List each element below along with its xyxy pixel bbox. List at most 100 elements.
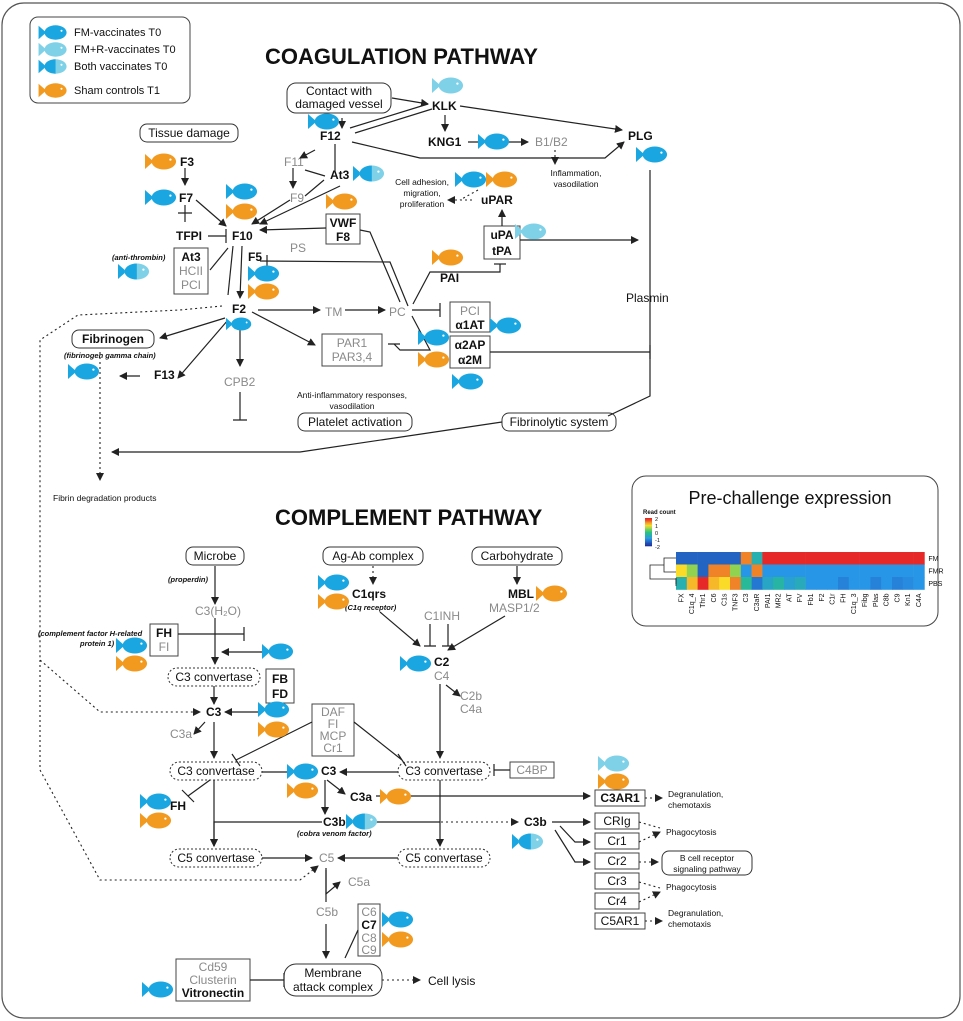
scale-tick-label: 2 bbox=[655, 517, 658, 523]
carb-box bbox=[471, 546, 563, 566]
heatmap-cell bbox=[892, 552, 904, 565]
heatmap-cell bbox=[859, 564, 871, 578]
heatmap-col-label: C3 bbox=[743, 593, 750, 602]
heatmap-cell bbox=[881, 552, 893, 565]
pci-a1at-box bbox=[449, 301, 491, 333]
pci-node: PCI bbox=[181, 278, 201, 292]
cr4-node: Cr4 bbox=[607, 894, 627, 908]
heatmap-col-label: C1q_3 bbox=[851, 593, 858, 614]
heatmap-cell bbox=[902, 552, 914, 565]
scale-swatch bbox=[645, 537, 652, 540]
heatmap-col-label: Plas bbox=[873, 593, 880, 607]
phago-label-2: Phagocytosis bbox=[666, 882, 717, 892]
f7-node: F7 bbox=[179, 191, 193, 205]
coag-connectors bbox=[39, 97, 651, 716]
c7-fm-fish-icon bbox=[382, 911, 414, 928]
at3-hcii-pci-box bbox=[173, 247, 209, 295]
f12-fm-fish-icon bbox=[308, 113, 340, 130]
scale-swatch bbox=[645, 532, 652, 534]
cfh-related-note-2: protein 1) bbox=[79, 639, 115, 648]
cr1-node: Cr1 bbox=[323, 741, 343, 755]
legend-label-fmr: FM+R-vaccinates T0 bbox=[74, 44, 176, 56]
tpa-node: tPA bbox=[492, 244, 512, 258]
cpb2-node: CPB2 bbox=[224, 375, 256, 389]
heatmap-col-label: C4A bbox=[916, 593, 923, 607]
c2-fm-fish-icon bbox=[400, 655, 432, 672]
a1at-node: α1AT bbox=[455, 318, 485, 332]
cr3-box bbox=[594, 872, 640, 890]
c1qrs-sham-fish-icon bbox=[318, 593, 350, 610]
heatmap-cell bbox=[859, 552, 871, 565]
degran-label-1b: chemotaxis bbox=[668, 800, 711, 810]
scale-swatch bbox=[645, 533, 652, 536]
heatmap-cell bbox=[751, 564, 763, 578]
c1qrs-fm-fish-icon bbox=[318, 574, 350, 591]
coagulation-title: COAGULATION PATHWAY bbox=[265, 44, 538, 69]
f3-node: F3 bbox=[180, 155, 194, 169]
heatmap-cell bbox=[827, 564, 839, 578]
tfpi-node: TFPI bbox=[176, 229, 202, 243]
at3-node: At3 bbox=[330, 168, 350, 182]
heatmap-cell bbox=[784, 577, 796, 590]
masp-node: MASP1/2 bbox=[489, 601, 540, 615]
heatmap-col-label: C8b bbox=[884, 593, 891, 606]
pai-node: PAI bbox=[440, 271, 459, 285]
fi-node: FI bbox=[159, 640, 170, 654]
heatmap-cell bbox=[794, 577, 806, 590]
heatmap-cell bbox=[913, 564, 925, 578]
heatmap-col-label: Thr1 bbox=[700, 593, 707, 608]
mbl-sham-fish-icon bbox=[536, 585, 568, 602]
c3a-node-2: C3a bbox=[350, 790, 372, 804]
a2m-node: α2M bbox=[458, 353, 482, 367]
contact-label-1: Contact with bbox=[306, 84, 372, 98]
c3conv-3-label: C3 convertase bbox=[405, 764, 483, 778]
heatmap-cell bbox=[740, 552, 752, 565]
c3ar1-fmr-fish-icon bbox=[598, 755, 630, 772]
microbe-box bbox=[185, 546, 245, 566]
heatmap-cell bbox=[913, 577, 925, 590]
lysis-label: Cell lysis bbox=[428, 974, 475, 988]
klk-fmr-fish-icon bbox=[432, 77, 464, 94]
heatmap-col-label: AT bbox=[786, 593, 793, 602]
heatmap-cell bbox=[881, 564, 893, 578]
legend-label-both: Both vaccinates T0 bbox=[74, 61, 167, 73]
pai-sham-fish-icon bbox=[432, 249, 464, 266]
heatmap-row-label: FM bbox=[928, 556, 938, 563]
heatmap-cell bbox=[881, 577, 893, 590]
crig-box bbox=[594, 812, 640, 830]
scale-swatch bbox=[645, 526, 652, 529]
pci2-node: PCI bbox=[460, 304, 480, 318]
a2m-fm-fish-icon bbox=[452, 373, 484, 390]
f2-fm-fish-icon bbox=[226, 317, 252, 331]
heatmap-cell bbox=[848, 552, 860, 565]
a2ap-sham-fish-icon bbox=[418, 351, 450, 368]
c8-node: C8 bbox=[361, 931, 377, 945]
f13-node: F13 bbox=[154, 368, 175, 382]
mcp-node: MCP bbox=[320, 729, 347, 743]
fh-fi-box bbox=[149, 623, 179, 657]
c4a-node: C4a bbox=[460, 702, 482, 716]
heatmap-cell bbox=[751, 552, 763, 565]
plasmin-label: Plasmin bbox=[626, 291, 669, 305]
c6-node: C6 bbox=[361, 905, 377, 919]
heatmap-col-label: PAI1 bbox=[765, 593, 772, 608]
f2-node: F2 bbox=[232, 302, 246, 316]
legend: FM-vaccinates T0 FM+R-vaccinates T0 Both… bbox=[29, 16, 191, 104]
plg-fm-fish-icon bbox=[636, 146, 668, 163]
heatmap-cell bbox=[859, 577, 871, 590]
c1q-receptor-note: (C1q receptor) bbox=[345, 603, 397, 612]
heatmap-cell bbox=[892, 564, 904, 578]
heatmap-cell bbox=[697, 577, 709, 590]
heatmap-cell bbox=[697, 552, 709, 565]
cobra-note: (cobra venom factor) bbox=[297, 829, 372, 838]
heatmap-cell bbox=[719, 577, 731, 590]
heatmap-col-label: F2 bbox=[819, 593, 826, 601]
heatmap-col-label: C1r bbox=[830, 593, 837, 605]
fh2-fm-fish-icon bbox=[140, 793, 172, 810]
c3b-node-1: C3b bbox=[323, 815, 346, 829]
pci-fm-fish-icon bbox=[490, 317, 522, 334]
c1inh-node: C1INH bbox=[424, 609, 460, 623]
vwf-node: VWF bbox=[330, 216, 357, 230]
heatmap-cell bbox=[784, 552, 796, 565]
